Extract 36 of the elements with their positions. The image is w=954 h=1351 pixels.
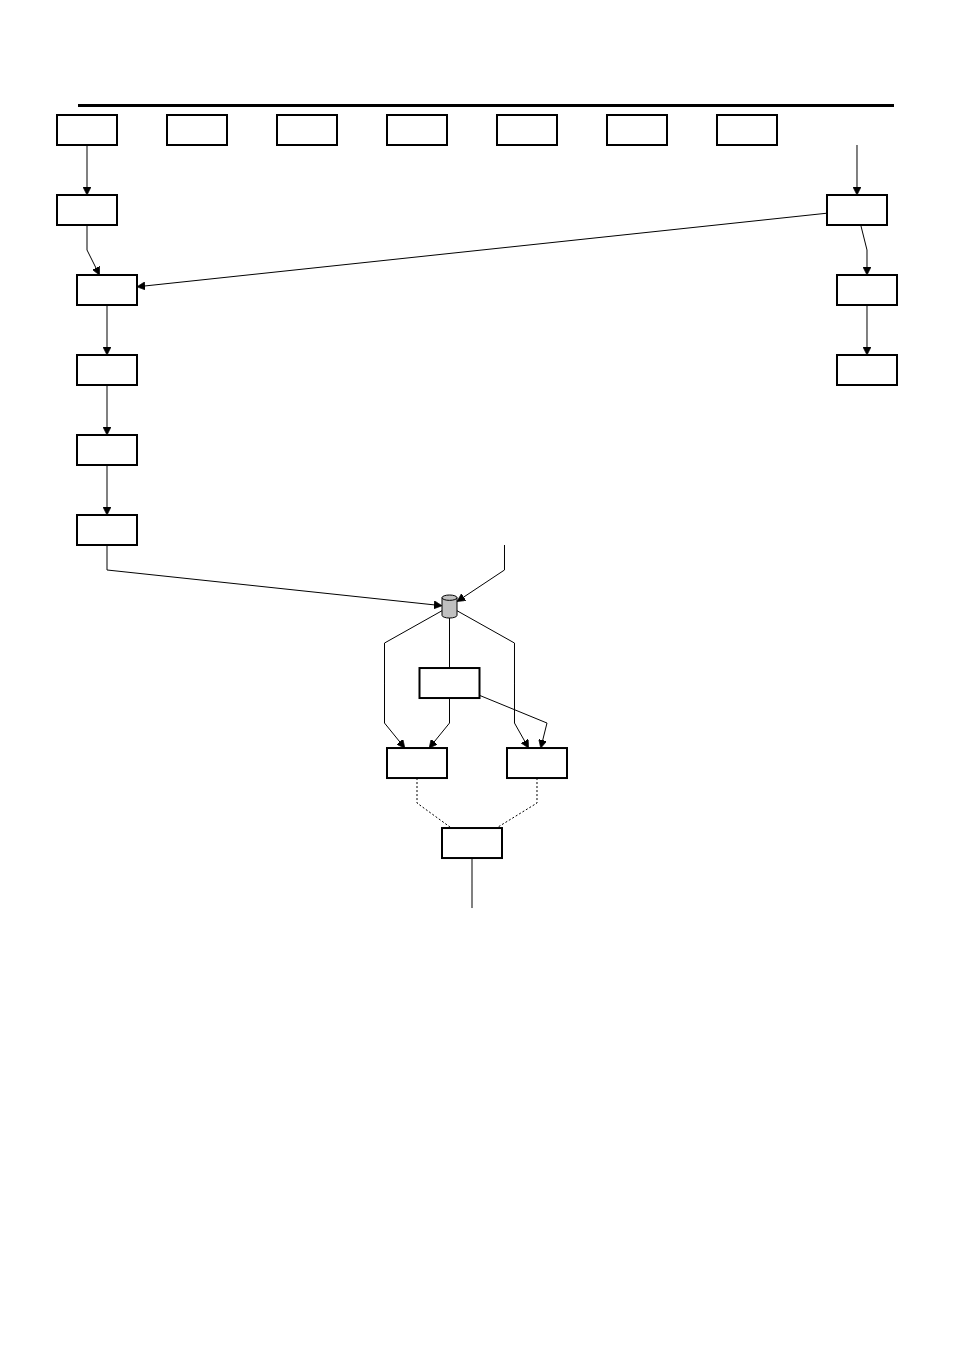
node-box (836, 354, 898, 386)
node-box (506, 747, 568, 780)
arrow (102, 384, 112, 436)
node-box (166, 114, 228, 146)
node-box (386, 114, 448, 146)
node-box (76, 434, 138, 466)
node-box (441, 827, 503, 860)
node-box (716, 114, 778, 146)
node-box (276, 114, 338, 146)
arrow (102, 464, 112, 516)
arrow (428, 697, 450, 749)
arrow (82, 144, 92, 196)
node-box (56, 114, 118, 146)
node-box (836, 274, 898, 306)
arrow (852, 144, 862, 196)
connector (471, 857, 473, 909)
arrow (106, 544, 443, 610)
arrow (860, 224, 872, 276)
node-box (418, 667, 481, 700)
arrow (862, 304, 872, 356)
arrow (384, 610, 443, 749)
arrow (102, 304, 112, 356)
arrow (456, 544, 505, 602)
node-picture (441, 594, 458, 619)
node-box (56, 194, 118, 226)
node-box (76, 514, 138, 546)
arrow (456, 610, 529, 749)
node-box (496, 114, 558, 146)
node-box (826, 194, 888, 226)
arrow (86, 224, 100, 276)
arrow (479, 694, 548, 749)
node-box (606, 114, 668, 146)
connector (449, 617, 450, 669)
node-box (76, 274, 138, 306)
node-box (386, 747, 448, 780)
node-box (76, 354, 138, 386)
